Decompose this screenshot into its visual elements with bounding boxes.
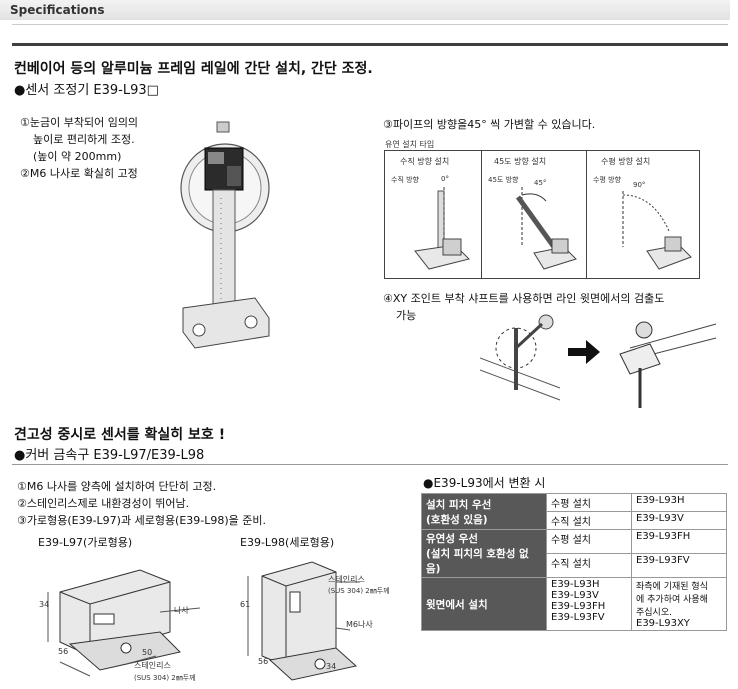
model-cell: E39-L93H xyxy=(631,493,727,512)
mount-cell: 수직 설치 xyxy=(546,553,632,578)
xy-joint-illustration xyxy=(480,314,717,408)
section1-title: 컨베이어 등의 알루미늄 프레임 레일에 간단 설치, 간단 조정. xyxy=(14,61,373,77)
models-cell: E39-L93H E39-L93V E39-L93FH E39-L93FV xyxy=(546,577,632,631)
cover-vertical-drawing xyxy=(247,561,360,681)
panel-horizontal: 수평 방향 설치 수평 방향 90° xyxy=(586,150,700,279)
arrow-right-icon xyxy=(568,340,600,364)
fig-b-label-material: 스테인리스 xyxy=(328,575,365,584)
table-row: 설치 피치 우선(호환성 있음) 수평 설치 E39-L93H xyxy=(421,493,727,530)
cover-horizontal-drawing xyxy=(47,569,201,677)
fig-a-title: E39-L97(가로형용) xyxy=(38,536,133,549)
xy-model-cell: 좌측에 기재된 형식 에 추가하여 사용해 주십시오. E39-L93XY xyxy=(631,577,727,631)
note-pipe-direction: ③파이프의 방향을45° 씩 가변할 수 있습니다. xyxy=(383,118,596,131)
model-cell: E39-L93FV xyxy=(631,553,727,578)
fig-b-label-spec: (SUS 304) 2㎜두께 xyxy=(328,587,390,595)
note-line: ②M6 나사로 확실히 고정 xyxy=(20,167,138,180)
panel-title: 수직 방향 설치 xyxy=(400,157,450,166)
note-line: 높이로 편리하게 조정. xyxy=(33,133,135,146)
section2-subtitle: ●커버 금속구 E39-L97/E39-L98 xyxy=(14,448,205,463)
mount-types-label: 유연 설치 타입 xyxy=(385,140,435,149)
mount-cell: 수평 설치 xyxy=(546,493,632,512)
mount-cell: 수평 설치 xyxy=(546,529,632,554)
group-cell: 설치 피치 우선(호환성 있음) xyxy=(421,493,547,530)
panel-angle: 90° xyxy=(633,181,646,189)
note-xy-joint: ④XY 조인트 부착 샤프트를 사용하면 라인 윗면에서의 검출도 가능 xyxy=(383,290,664,324)
sensor-adjuster-illustration xyxy=(180,121,270,349)
panel-sub: 수직 방향 xyxy=(391,176,419,184)
header-title: Specifications xyxy=(10,3,105,17)
note-line: ④XY 조인트 부착 샤프트를 사용하면 라인 윗면에서의 검출도 xyxy=(383,292,665,305)
note-line: ②스테인리스제로 내환경성이 뛰어남. xyxy=(17,497,190,510)
panel-45: 45도 방향 설치 45도 방향 45° xyxy=(481,150,587,279)
fig-a-label-spec: (SUS 304) 2㎜두께 xyxy=(134,674,196,682)
group-cell: 윗면에서 설치 xyxy=(421,577,547,631)
fig-b-title: E39-L98(세로형용) xyxy=(240,536,335,549)
panel-title: 45도 방향 설치 xyxy=(494,157,547,166)
fig-b-dim-depth: 34 xyxy=(326,662,337,671)
diagonal-mount-drawing xyxy=(515,187,577,270)
divider xyxy=(12,464,728,465)
fig-b-label-screw: M6나사 xyxy=(346,620,373,629)
model-cell: E39-L93V xyxy=(631,511,727,530)
group-cell: 유연성 우선(설치 피치의 호환성 없음) xyxy=(421,529,547,578)
conversion-title: ●E39-L93에서 변환 시 xyxy=(423,476,546,490)
section2-title: 견고성 중시로 센서를 확실히 보호 ! xyxy=(14,427,226,443)
table-row: 유연성 우선(설치 피치의 호환성 없음) 수평 설치 E39-L93FH xyxy=(421,529,727,578)
panel-title: 수평 방향 설치 xyxy=(601,157,651,166)
fig-a-label-material: 스테인리스 xyxy=(134,661,171,670)
fig-a-label-screw: 나사 xyxy=(174,606,189,615)
section1-subtitle: ●센서 조정기 E39-L93□ xyxy=(14,83,159,98)
adjuster-notes: ①눈금이 부착되어 임의의 높이로 편리하게 조정. (높이 약 200mm) … xyxy=(20,114,138,182)
panel-angle: 0° xyxy=(441,175,449,183)
fig-a-dim-width: 56 xyxy=(58,647,69,656)
table-row: 윗면에서 설치 E39-L93H E39-L93V E39-L93FH E39-… xyxy=(421,577,727,631)
divider xyxy=(12,24,728,25)
section-rule xyxy=(12,43,728,46)
note-line: ①M6 나사를 양측에 설치하여 단단히 고정. xyxy=(17,480,217,493)
panel-sub: 수평 방향 xyxy=(593,176,621,184)
panel-angle: 45° xyxy=(534,179,547,187)
fig-b-dim-height: 61 xyxy=(240,600,251,609)
model-cell: E39-L93FH xyxy=(631,529,727,554)
fig-b-dim-width: 56 xyxy=(258,657,269,666)
note-line: ①눈금이 부착되어 임의의 xyxy=(20,116,139,129)
note-line: (높이 약 200mm) xyxy=(33,150,122,163)
panel-vertical: 수직 방향 설치 수직 방향 0° xyxy=(384,150,482,279)
panel-sub: 45도 방향 xyxy=(488,176,519,184)
horizontal-mount-drawing xyxy=(622,191,692,270)
conversion-table: 설치 피치 우선(호환성 있음) 수평 설치 E39-L93H 수직 설치 E3… xyxy=(421,493,727,631)
mount-cell: 수직 설치 xyxy=(546,511,632,530)
header-bar: Specifications xyxy=(0,0,730,20)
note-line: 가능 xyxy=(396,309,417,322)
note-line: ③가로형용(E39-L97)과 세로형용(E39-L98)을 준비. xyxy=(17,514,267,527)
vertical-mount-drawing xyxy=(414,187,470,270)
fig-a-dim-depth: 50 xyxy=(142,648,153,657)
fig-a-dim-height: 34 xyxy=(39,600,50,609)
cover-notes: ①M6 나사를 양측에 설치하여 단단히 고정. ②스테인리스제로 내환경성이 … xyxy=(17,478,266,529)
